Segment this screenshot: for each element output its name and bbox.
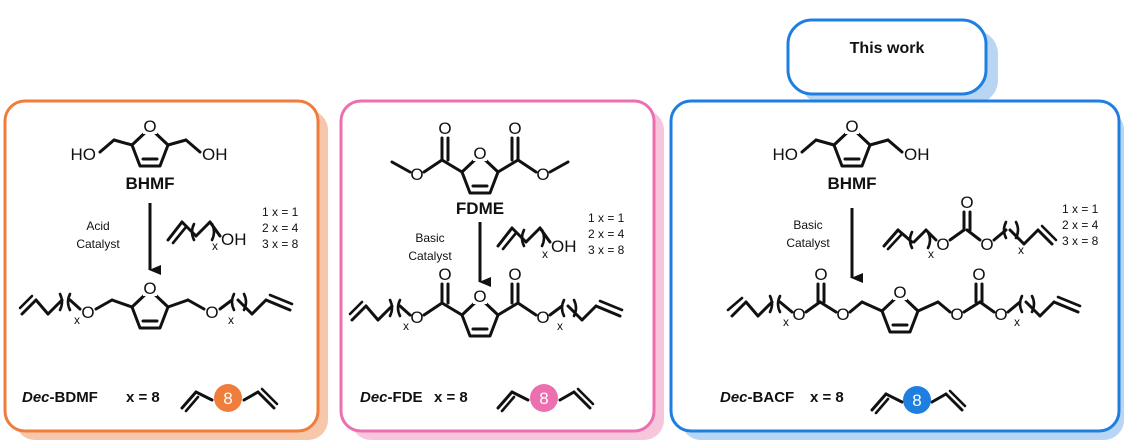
product-carbonyl-right: O <box>508 265 521 284</box>
chain-badge <box>530 384 558 412</box>
hydroxyl-left: HO <box>773 145 799 164</box>
condition-2: 2 x = 4 <box>588 227 625 241</box>
condition-3: 3 x = 8 <box>588 243 625 257</box>
reactant-bhmf-structure <box>98 118 202 168</box>
product-prefix: Dec <box>360 389 388 406</box>
subscript-left: x <box>783 315 789 329</box>
product-oxygen-1: O <box>836 305 849 324</box>
reagent-subscript-right: x <box>1018 243 1024 257</box>
catalyst-line-2: Catalyst <box>76 237 120 251</box>
chain-badge-number: 8 <box>912 391 921 410</box>
this-work-label: This work <box>850 40 925 57</box>
repeat-subscript: x <box>212 239 218 253</box>
product-chain-length: x = 8 <box>126 389 160 406</box>
catalyst-line-1: Basic <box>793 218 822 232</box>
reactant-bhmf-structure <box>800 118 904 168</box>
panel-bhmf-ether: O HO OH BHMF Acid Catalyst x OH 1 x = 1 … <box>3 99 328 440</box>
product-carbonyl-left: O <box>438 265 451 284</box>
hydroxyl-left: HO <box>71 145 97 164</box>
product-suffix: -FDE <box>388 389 423 406</box>
reagent-hydroxyl: OH <box>221 230 247 249</box>
catalyst-line-1: Acid <box>86 219 109 233</box>
carbonyl-oxygen-right: O <box>508 119 521 138</box>
condition-3: 3 x = 8 <box>1062 234 1099 248</box>
subscript-left: x <box>403 319 409 333</box>
product-structure <box>18 280 294 330</box>
reactant-fdme-structure <box>390 136 570 195</box>
subscript-right: x <box>1014 315 1020 329</box>
carbonyl-oxygen-left: O <box>438 119 451 138</box>
reactant-name: BHMF <box>827 174 876 193</box>
reagent-alkenol <box>496 226 552 251</box>
ester-oxygen-left: O <box>410 165 423 184</box>
subscript-left: x <box>74 313 80 327</box>
product-label: Dec-FDE <box>360 389 423 406</box>
ring-oxygen: O <box>845 117 858 136</box>
reagent-subscript-left: x <box>928 247 934 261</box>
reactant-name: BHMF <box>125 174 174 193</box>
product-oxygen-2: O <box>792 305 805 324</box>
reagent-dialkenyl-carbonate <box>882 210 1058 251</box>
product-carbonyl-left: O <box>814 265 827 284</box>
product-chain-length: x = 8 <box>810 389 844 406</box>
this-work-callout: This work <box>786 18 998 104</box>
condition-2: 2 x = 4 <box>262 221 299 235</box>
product-ester-oxygen-left: O <box>410 308 423 327</box>
reagent-oxygen-right: O <box>980 235 993 254</box>
product-chain-length: x = 8 <box>434 389 468 406</box>
product-oxygen-4: O <box>994 305 1007 324</box>
product-ester-oxygen-right: O <box>536 308 549 327</box>
diene-icon <box>180 384 279 413</box>
catalyst-line-1: Basic <box>415 231 444 245</box>
repeat-subscript: x <box>542 247 548 261</box>
product-prefix: Dec <box>22 389 50 406</box>
product-label: Dec-BDMF <box>22 389 98 406</box>
ether-oxygen-left: O <box>81 303 94 322</box>
catalyst-line-2: Catalyst <box>786 236 830 250</box>
subscript-right: x <box>557 319 563 333</box>
product-label: Dec-BACF <box>720 389 794 406</box>
condition-1: 1 x = 1 <box>1062 202 1099 216</box>
reactant-name: FDME <box>456 199 504 218</box>
ester-oxygen-right: O <box>536 165 549 184</box>
product-ring-oxygen: O <box>473 287 486 306</box>
condition-3: 3 x = 8 <box>262 237 299 251</box>
product-ring-oxygen: O <box>143 279 156 298</box>
reagent-hydroxyl: OH <box>551 237 577 256</box>
condition-1: 1 x = 1 <box>262 205 299 219</box>
reagent-oxygen-left: O <box>936 235 949 254</box>
catalyst-line-2: Catalyst <box>408 249 452 263</box>
chain-badge-number: 8 <box>539 389 548 408</box>
reagent-alkenol <box>166 220 222 245</box>
ring-oxygen: O <box>473 144 486 163</box>
condition-2: 2 x = 4 <box>1062 218 1099 232</box>
panel-fdme-ester: O O O O O FDME Basic Catalyst x OH 1 x =… <box>339 99 664 440</box>
ether-oxygen-right: O <box>205 303 218 322</box>
condition-1: 1 x = 1 <box>588 211 625 225</box>
product-suffix: -BDMF <box>50 389 98 406</box>
diene-icon <box>870 386 967 415</box>
product-structure <box>348 282 624 338</box>
product-carbonyl-right: O <box>972 265 985 284</box>
product-oxygen-3: O <box>950 305 963 324</box>
ring-oxygen: O <box>143 117 156 136</box>
diene-icon <box>496 384 595 413</box>
product-structure <box>726 282 1082 334</box>
product-prefix: Dec <box>720 389 748 406</box>
subscript-right: x <box>228 313 234 327</box>
chain-badge-number: 8 <box>223 389 232 408</box>
product-ring-oxygen: O <box>893 283 906 302</box>
hydroxyl-right: OH <box>202 145 228 164</box>
panel-bhmf-carbonate: O HO OH BHMF Basic Catalyst <box>669 99 1124 440</box>
product-suffix: -BACF <box>748 389 795 406</box>
reagent-carbonyl-oxygen: O <box>960 193 973 212</box>
chain-badge <box>903 386 931 414</box>
chain-badge <box>214 384 242 412</box>
hydroxyl-right: OH <box>904 145 930 164</box>
